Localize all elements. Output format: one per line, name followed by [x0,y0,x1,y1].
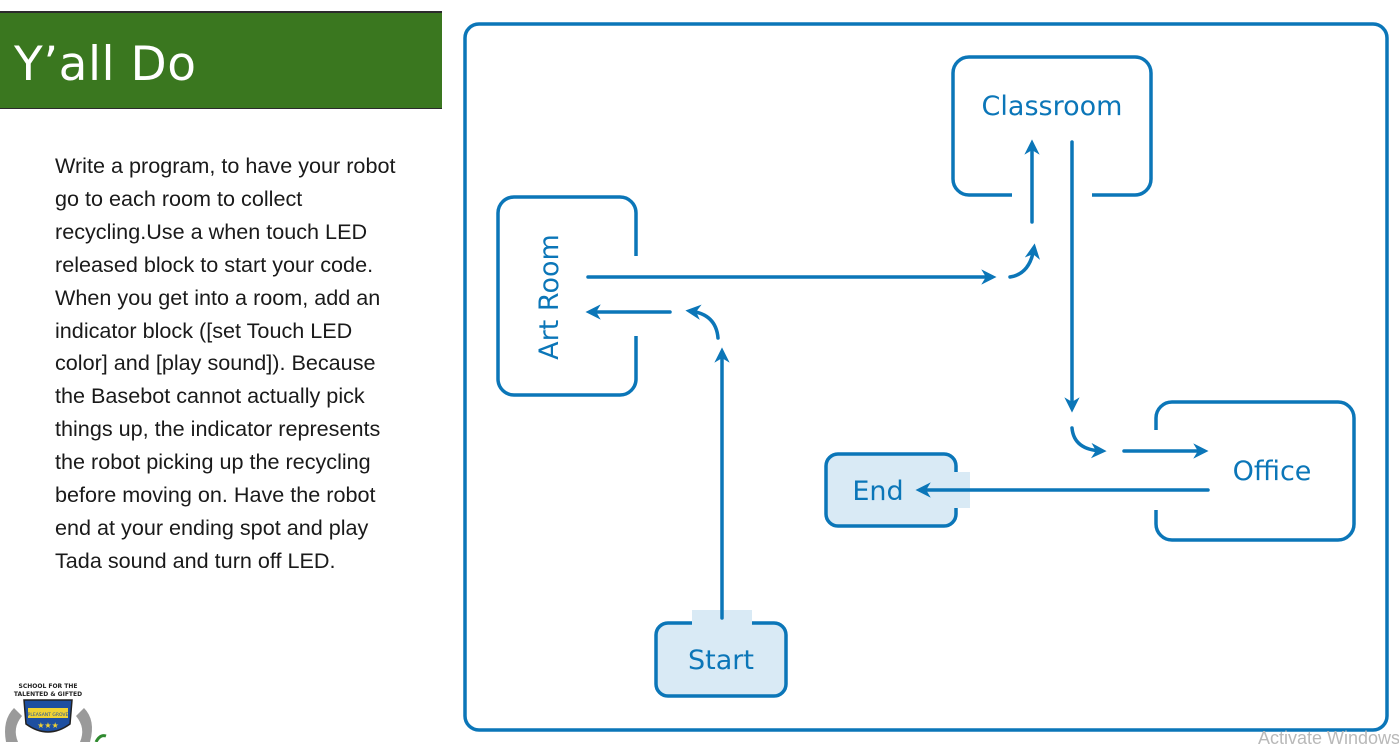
instruction-paragraph-1: Write a program, to have your robot go t… [55,153,396,277]
arrow-turn-up [1008,243,1040,279]
school-logo: ★★★ SCHOOL FOR THE TALENTED & GIFTED PLE… [5,683,107,742]
svg-text:★★★: ★★★ [37,721,59,730]
diagram-frame [463,22,1389,732]
instruction-paragraph-2: When you get into a room, add an indicat… [55,284,381,573]
classroom-box: Classroom [951,55,1153,210]
art-room-label: Art Room [534,234,565,360]
activation-watermark: Activate Windows [1258,728,1399,748]
logo-banner [28,708,68,718]
office-label: Office [1233,456,1312,487]
logo-text-mid: PLEASANT GROVE [28,712,69,718]
title-band: Y’all Do [0,11,442,109]
office-box: Office [1142,400,1356,542]
slide-title: Y’all Do [14,37,197,92]
arrow-turn-right [1070,426,1107,459]
end-label: End [852,476,903,507]
start-label: Start [688,645,754,676]
arrow-turn-left [685,304,720,340]
logo-text-top: SCHOOL FOR THE [19,683,78,690]
art-room-box: Art Room [496,195,652,397]
svg-text:TALENTED & GIFTED: TALENTED & GIFTED [14,691,82,698]
classroom-label: Classroom [982,91,1123,122]
start-box: Start [654,610,788,698]
instructions-text: Write a program, to have your robot go t… [55,150,400,578]
